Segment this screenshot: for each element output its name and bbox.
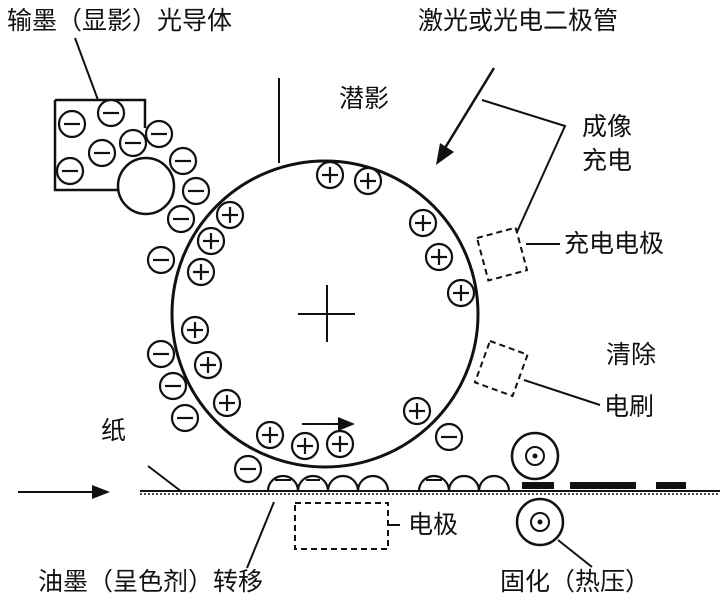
imaging-charge-label-line1: 成像 [582,112,633,141]
paper-sheet [140,490,720,495]
charging-electrode [475,226,560,282]
transfer-electrode [294,502,400,550]
laser-arrow [436,67,496,165]
imaging-charge-label-line2: 充电 [582,146,633,175]
drum-center-crosshair [298,285,355,342]
imaging-charge-bracket [481,99,567,233]
latent-image-label: 潜影 [339,84,390,113]
laser-diode-label: 激光或光电二极管 [418,6,619,35]
paper-label-leader [147,465,183,493]
toner-photoconductor-label: 输墨（显影）光导体 [7,6,233,35]
cleaning-brush [473,339,601,406]
fixing-label-leader [557,539,593,568]
paper-feed-arrow [18,485,110,499]
fixing-roller-top [510,431,560,481]
toner-label-leader [74,37,99,101]
developer-roller [116,156,176,216]
transferred-toner [266,474,511,492]
charging-electrode-label: 充电电极 [564,229,665,258]
photoconductor-drum [170,159,480,469]
drum-rotation-arrow [302,417,355,431]
paper-label: 纸 [101,416,127,445]
electrode-label: 电极 [408,510,459,539]
fixing-roller-bottom [515,497,565,547]
transfer-label-leader [246,501,275,569]
toner-transfer-label: 油墨（呈色剂）转移 [38,567,264,596]
toner-box [53,98,147,192]
fixing-label: 固化（热压） [500,567,651,596]
brush-label: 电刷 [604,392,655,421]
cleaning-label: 清除 [606,340,657,369]
fixed-toner-bars [522,482,686,489]
